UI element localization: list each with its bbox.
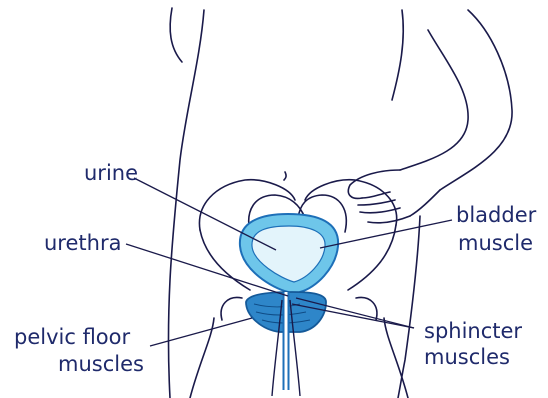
label-sphincter-2: muscles [424,345,510,369]
bladder [240,214,338,296]
label-urine: urine [84,161,138,185]
leader-bladder [320,220,452,248]
label-urethra: urethra [44,231,121,255]
label-bladder-1: bladder [456,203,537,227]
label-bladder-2: muscle [458,231,533,255]
label-pelvic-floor-1: pelvic floor [14,325,130,349]
leader-pelvic-floor [150,318,252,346]
leader-urine [134,178,276,250]
label-pelvic-floor-2: muscles [58,352,144,376]
label-sphincter-1: sphincter [424,319,522,343]
